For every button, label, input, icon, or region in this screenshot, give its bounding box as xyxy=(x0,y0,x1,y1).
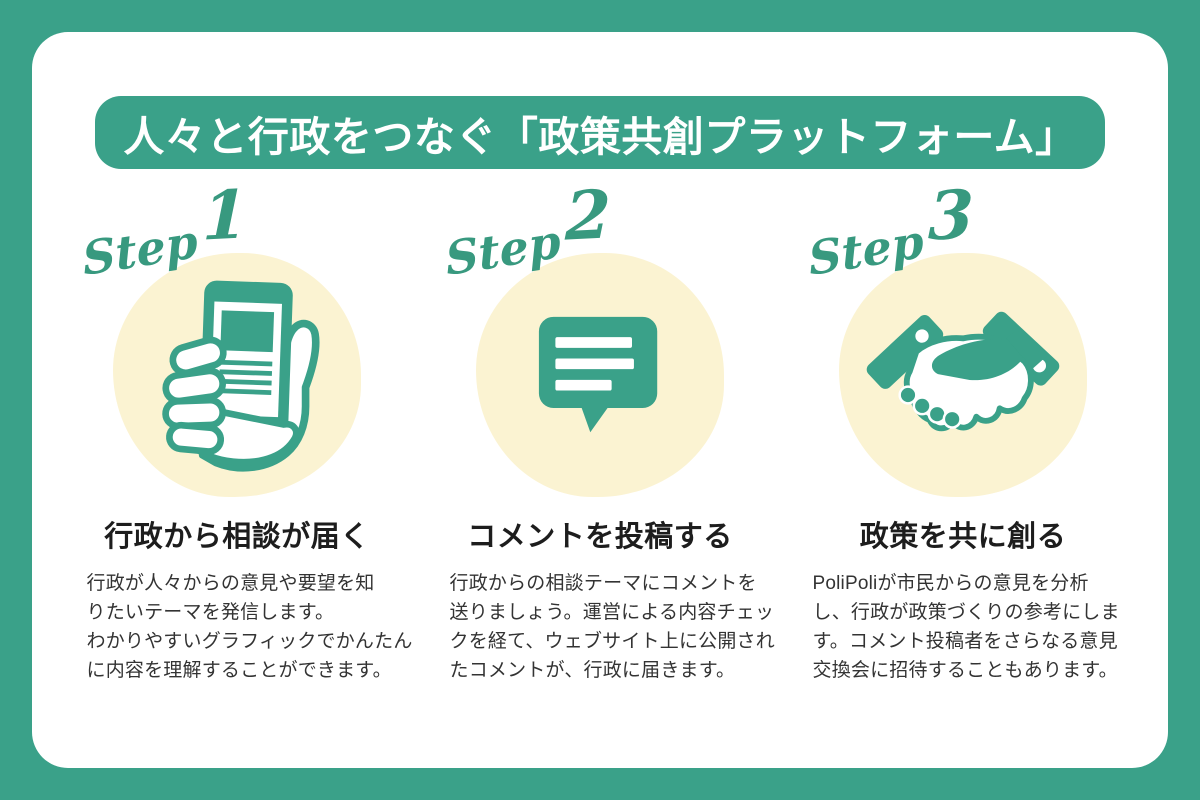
step-column-2: Step2 コメントを投稿する 行政からの相談テーマにコメントを 送りましょう。… xyxy=(443,175,775,685)
step-1-title: 行政から相談が届く xyxy=(104,521,370,553)
step-label-number: 2 xyxy=(564,174,611,256)
step-3-title: 政策を共に創る xyxy=(859,521,1067,553)
step-label-number: 3 xyxy=(927,174,974,256)
speech-bubble-icon xyxy=(538,316,658,433)
step-2-description: 行政からの相談テーマにコメントを 送りましょう。運営による内容チェッ クを経て、… xyxy=(449,573,775,681)
step-3-description: PoliPoliが市民からの意見を分析 し、行政が政策づくりの参考にしま す。コ… xyxy=(812,573,1120,681)
step-3-illustration-circle xyxy=(839,253,1087,497)
handshake-icon xyxy=(866,311,1060,432)
content-card: 人々と行政をつなぐ「政策共創プラットフォーム」 Step1 xyxy=(32,32,1168,768)
step-column-3: Step3 xyxy=(806,175,1120,685)
steps-row: Step1 xyxy=(32,175,1168,685)
page-title: 人々と行政をつなぐ「政策共創プラットフォーム」 xyxy=(123,113,1077,160)
step-2-title: コメントを投稿する xyxy=(467,521,733,553)
step-1-description: 行政が人々からの意見や要望を知 りたいテーマを発信します。 わかりやすいグラフィ… xyxy=(86,573,413,681)
step-column-1: Step1 xyxy=(80,175,412,685)
step-label-number: 1 xyxy=(201,174,248,256)
step-2-illustration-circle xyxy=(476,253,724,497)
phone-in-hand-icon xyxy=(162,280,320,472)
step-1-illustration-circle xyxy=(113,253,361,497)
header-banner: 人々と行政をつなぐ「政策共創プラットフォーム」 xyxy=(95,96,1105,169)
